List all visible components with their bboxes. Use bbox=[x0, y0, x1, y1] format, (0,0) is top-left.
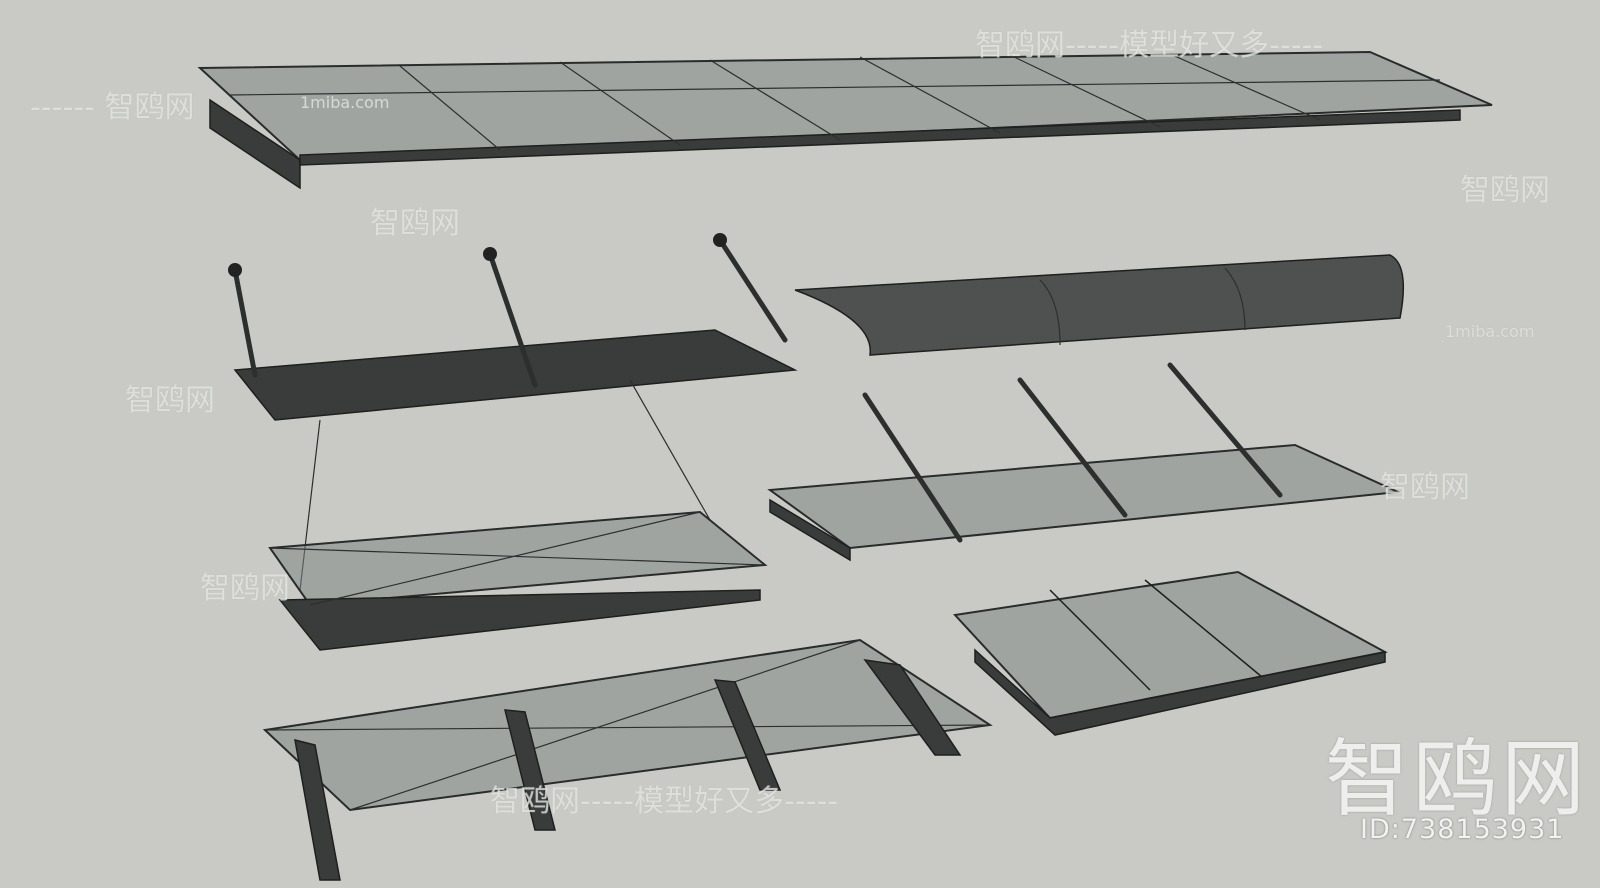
rod-supported-louver-canopy bbox=[228, 233, 798, 591]
watermark-brand: 智鸥网 bbox=[125, 383, 215, 418]
watermark-brand: 智鸥网 bbox=[370, 206, 460, 241]
flat-glass-canopy-long bbox=[197, 50, 1493, 190]
watermark-site: 1miba.com bbox=[300, 93, 390, 112]
curved-polycarbonate-canopy bbox=[794, 254, 1405, 356]
sloped-framed-glass-canopy bbox=[952, 570, 1388, 736]
watermark-brand: 智鸥网 bbox=[1460, 173, 1550, 208]
bracket-glass-canopy-large bbox=[262, 638, 993, 881]
point-fixed-glass-canopy bbox=[268, 510, 768, 651]
watermark-slogan: 智鸥网-----模型好又多----- bbox=[490, 784, 839, 819]
rod-supported-glass-canopy bbox=[767, 362, 1402, 562]
watermark-site: 1miba.com bbox=[1445, 322, 1535, 341]
watermark-slogan: 智鸥网-----模型好又多----- bbox=[975, 28, 1324, 63]
watermark-brand: ------ 智鸥网 bbox=[30, 90, 195, 125]
watermark-brand: 智鸥网 bbox=[1380, 470, 1470, 505]
watermark-brand: 智鸥网 bbox=[200, 571, 290, 606]
model-id-label: ID:738153931 bbox=[1360, 814, 1565, 845]
watermark-logo: 智鸥网 bbox=[1325, 730, 1590, 828]
